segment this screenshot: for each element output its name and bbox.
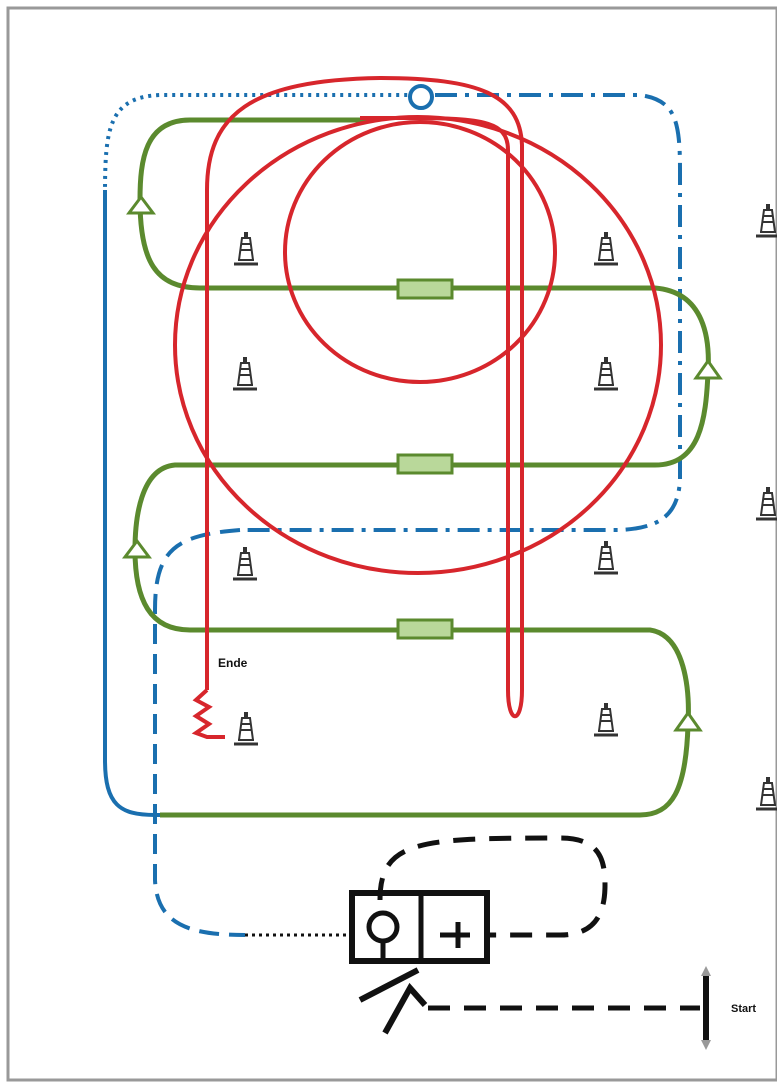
traffic-cone-icon (592, 230, 620, 266)
black-dashed-loop (377, 835, 608, 938)
traffic-cone-icon (592, 701, 620, 737)
cones (231, 202, 777, 811)
red-route (173, 75, 663, 739)
start-area (245, 835, 709, 1043)
red-large-circle (173, 115, 663, 575)
traffic-cone-icon (232, 710, 260, 746)
green-loop (132, 117, 711, 818)
red-small-circle (283, 120, 557, 384)
rectangle-marker (396, 453, 454, 475)
gate-markers (396, 278, 454, 640)
red-vertical-loop (205, 75, 524, 719)
traffic-cone-icon (754, 202, 777, 238)
traffic-cone-icon (231, 355, 259, 391)
blue-circle-marker (408, 84, 434, 110)
traffic-cone-icon (232, 230, 260, 266)
rectangle-marker (396, 618, 454, 640)
wheel-circle-icon (366, 910, 400, 944)
direction-arrow-icon (126, 194, 156, 215)
traffic-cone-icon (592, 355, 620, 391)
red-zigzag (191, 688, 225, 739)
page-border (6, 6, 777, 1082)
direction-arrow-icon (122, 538, 152, 559)
traffic-cone-icon (754, 485, 777, 521)
person-figure-icon (358, 967, 428, 1035)
green-route (132, 117, 711, 818)
end-label: Ende (218, 656, 248, 670)
blue-solid-left (103, 190, 200, 817)
traffic-cone-icon (231, 545, 259, 581)
blue-dashed-left (153, 528, 246, 937)
barrier-end-bottom (701, 1040, 711, 1050)
traffic-cone-icon (592, 539, 620, 575)
direction-arrow-icon (693, 358, 723, 380)
blue-route (103, 93, 682, 937)
start-label: Start (731, 1003, 757, 1015)
traffic-cone-icon (754, 775, 777, 811)
green-arrows (122, 194, 723, 732)
blue-dash-dot-right (240, 93, 682, 532)
start-barrier-ends (701, 966, 711, 1050)
barrier-end-top (701, 966, 711, 976)
rectangle-marker (396, 278, 454, 300)
direction-arrow-icon (673, 710, 703, 732)
